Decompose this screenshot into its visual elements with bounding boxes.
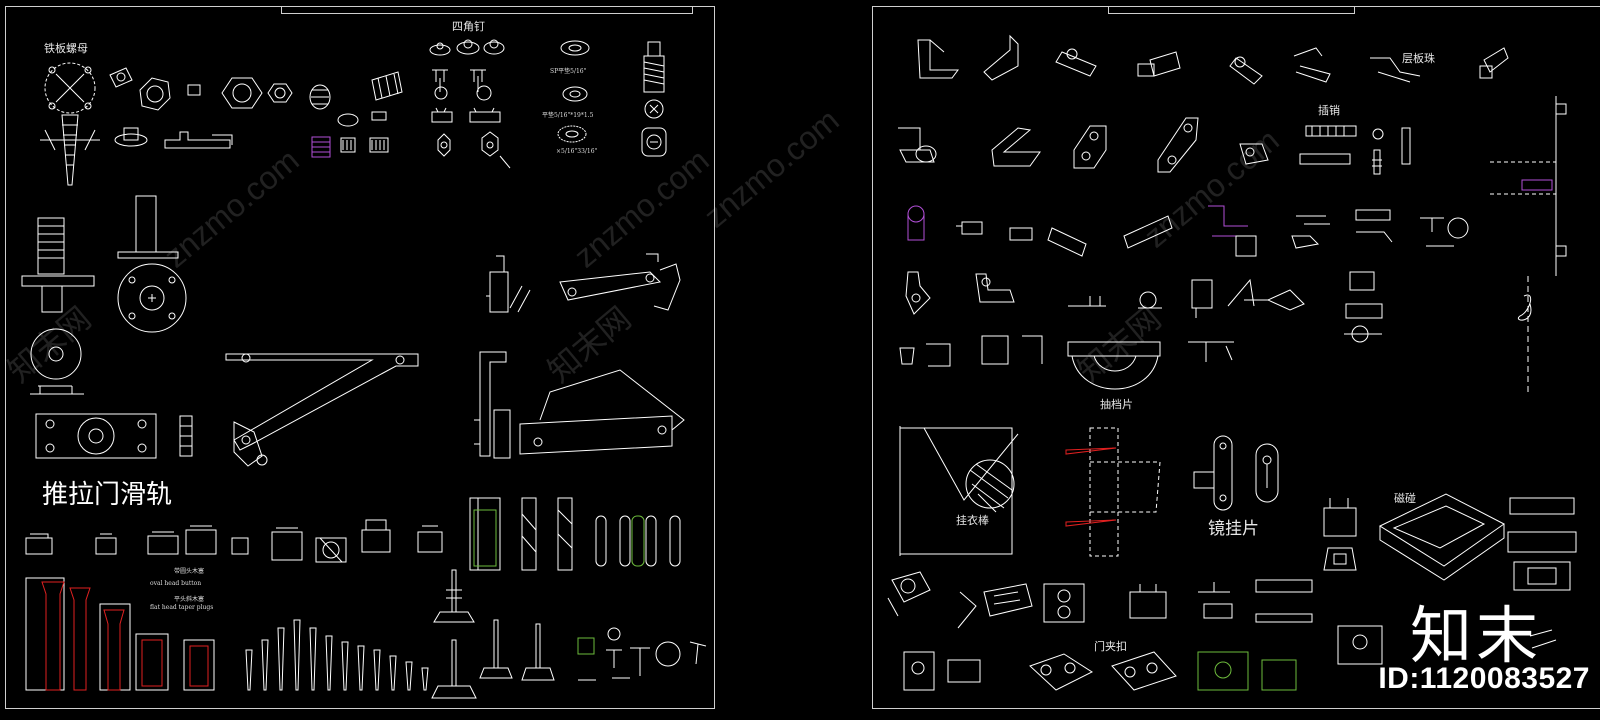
note-washer-1: SP平垫5/16" xyxy=(550,68,587,75)
gas-strut-icon xyxy=(474,253,685,459)
leveling-foot-icon xyxy=(431,569,707,699)
label-iron-plate-nut: 铁板螺母 xyxy=(44,42,88,55)
label-door-clip: 门夹扣 xyxy=(1094,640,1127,653)
cabinet-catch-icon xyxy=(903,651,1177,691)
purple-shelf-pin-icon xyxy=(907,179,1553,250)
mirror-hanger-icon xyxy=(1193,435,1279,511)
note-washer-3: ×5/16"33/16" xyxy=(556,148,598,155)
lid-stay-arm-icon xyxy=(225,353,419,467)
sliding-rail-roller-icon xyxy=(21,195,193,459)
wood-plug-icon xyxy=(469,497,681,571)
shelf-clip-icon xyxy=(956,209,1469,257)
door-stopper-icon xyxy=(899,335,1234,390)
label-sliding-door-rail: 推拉门滑轨 xyxy=(42,480,173,510)
label-hanger-rod: 挂衣棒 xyxy=(956,514,989,527)
magnetic-catch-icon xyxy=(1323,493,1577,591)
green-catch-icon xyxy=(1197,651,1297,691)
hex-nuts-icon xyxy=(109,67,403,111)
shelf-rail-right-icon xyxy=(1490,96,1567,396)
sheet-title-tab xyxy=(281,7,693,14)
cam-bolt-icon xyxy=(25,577,215,691)
green-clip-icon xyxy=(577,637,595,655)
four-corner-nail-icon xyxy=(429,39,511,169)
label-latch-pin: 插销 xyxy=(1318,104,1340,117)
corner-bracket-icon xyxy=(898,117,1269,173)
label-drawer-stopper: 抽档片 xyxy=(1100,398,1133,411)
note-flat-head-cn: 平头斜木塞 xyxy=(174,596,205,603)
hook-catch-icon xyxy=(905,271,1383,343)
note-oval-head-cn: 带圆头木塞 xyxy=(174,568,205,575)
red-cam-bolt-icon xyxy=(41,581,209,691)
note-washer-2: 平垫5/16"*19*1.5 xyxy=(542,112,594,119)
insert-nut-icon xyxy=(337,111,389,153)
t-nut-icon xyxy=(114,127,233,149)
red-screw-icon xyxy=(1065,447,1117,527)
iron-plate-nut-icon xyxy=(40,62,100,186)
threaded-insert-icon xyxy=(641,41,667,157)
washer-icon xyxy=(557,40,590,143)
shelf-support-icon xyxy=(917,34,1509,85)
note-flat-head-en: flat head taper plugs xyxy=(150,604,214,611)
label-shelf-bead: 层板珠 xyxy=(1402,52,1435,65)
rail-components-icon xyxy=(25,519,443,563)
watermark-id: ID:1120083527 xyxy=(1378,662,1590,695)
door-clip-latch-icon xyxy=(887,571,1557,665)
latch-pin-icon xyxy=(1299,125,1411,175)
screw-row-icon xyxy=(245,619,429,691)
label-mirror-hanger: 镜挂片 xyxy=(1208,519,1259,539)
note-oval-head-en: oval head button xyxy=(150,580,202,587)
green-wood-plug-icon xyxy=(473,509,645,567)
watermark-logo: 知末 xyxy=(1410,599,1543,672)
spring-nut-icon xyxy=(311,136,331,158)
label-magnetic-catch: 磁碰 xyxy=(1394,492,1416,505)
sheet-title-tab xyxy=(1108,7,1355,14)
cad-sheet-left xyxy=(5,6,715,709)
label-four-corner-nail: 四角钉 xyxy=(452,20,485,33)
cad-sheet-right xyxy=(872,6,1600,709)
hanger-rod-bracket-icon xyxy=(899,426,1161,557)
